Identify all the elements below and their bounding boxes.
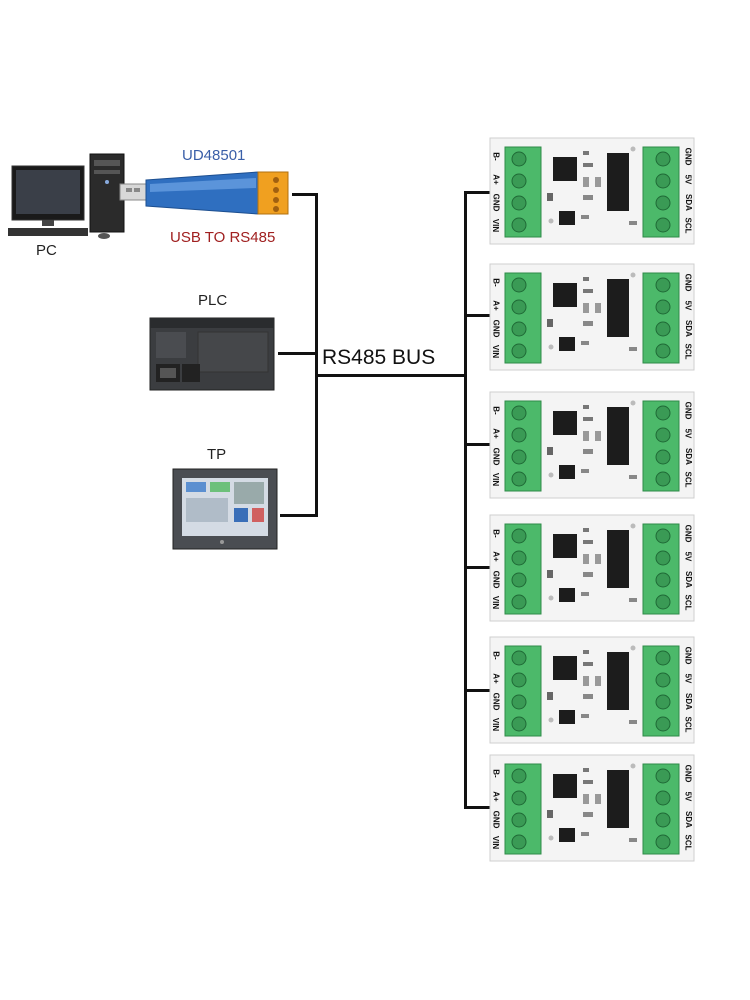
module-board-icon <box>489 514 695 622</box>
module-right-terminal-label: GND <box>683 646 693 665</box>
module-board-icon <box>489 636 695 744</box>
usb-adapter-description-label: USB TO RS485 <box>170 229 276 246</box>
module-right-terminal-label: SDA <box>683 194 693 211</box>
module-left-terminal-label: VIN <box>491 218 501 233</box>
module-right-terminal-label: GND <box>683 401 693 420</box>
module-branch-6 <box>464 806 492 809</box>
module-left-terminal-label: VIN <box>491 472 501 487</box>
module-right-terminal-label: GND <box>683 273 693 292</box>
module-left-terminal-label: VIN <box>491 717 501 732</box>
tp-bus-connector <box>280 514 318 517</box>
module-right-terminal-label: SCL <box>683 834 693 851</box>
module-left-terminal-label: GND <box>491 810 501 829</box>
module-right-terminal-label: 5V <box>683 551 693 562</box>
pc-label: PC <box>36 242 57 259</box>
plc-device <box>148 312 278 392</box>
tp-label: TP <box>207 446 227 463</box>
module-left-terminal-label: GND <box>491 319 501 338</box>
module-right-terminal-label: GND <box>683 524 693 543</box>
module-left-terminal-labels: B- A+ GND VIN <box>489 145 503 237</box>
module-right-terminal-label: 5V <box>683 428 693 439</box>
main-bus-horizontal <box>315 374 467 377</box>
rs485-module-board-3: B- A+ GND VIN GND 5V SDA SCL <box>489 391 695 499</box>
module-left-terminal-label: A+ <box>491 551 501 562</box>
module-board-icon <box>489 137 695 245</box>
module-right-terminal-label: SDA <box>683 320 693 337</box>
module-branch-4 <box>464 566 492 569</box>
module-left-terminal-labels: B- A+ GND VIN <box>489 399 503 491</box>
module-right-terminal-label: 5V <box>683 673 693 684</box>
module-board-icon <box>489 391 695 499</box>
module-right-terminal-label: GND <box>683 147 693 166</box>
module-right-terminal-label: SDA <box>683 811 693 828</box>
module-right-terminal-labels: GND 5V SDA SCL <box>681 399 695 491</box>
module-right-terminal-labels: GND 5V SDA SCL <box>681 145 695 237</box>
tp-device <box>172 468 280 550</box>
module-right-terminal-labels: GND 5V SDA SCL <box>681 644 695 736</box>
rs485-module-board-5: B- A+ GND VIN GND 5V SDA SCL <box>489 636 695 744</box>
rs485-module-board-1: B- A+ GND VIN GND 5V SDA SCL <box>489 137 695 245</box>
module-branch-5 <box>464 689 492 692</box>
module-branch-1 <box>464 191 492 194</box>
module-left-terminal-label: VIN <box>491 595 501 610</box>
module-left-terminal-label: GND <box>491 692 501 711</box>
bus-label: RS485 BUS <box>322 346 436 369</box>
module-left-terminal-label: VIN <box>491 835 501 850</box>
pc-computer-icon <box>8 153 125 239</box>
module-left-terminal-label: B- <box>491 406 501 415</box>
module-right-terminal-label: SCL <box>683 594 693 611</box>
usb-adapter-icon <box>119 171 289 215</box>
module-branch-3 <box>464 443 492 446</box>
module-left-terminal-label: A+ <box>491 791 501 802</box>
module-right-terminal-labels: GND 5V SDA SCL <box>681 522 695 614</box>
module-left-terminal-labels: B- A+ GND VIN <box>489 644 503 736</box>
left-bus-vertical <box>315 193 318 517</box>
module-left-terminal-label: A+ <box>491 673 501 684</box>
module-left-terminal-label: B- <box>491 278 501 287</box>
module-left-terminal-labels: B- A+ GND VIN <box>489 271 503 363</box>
usb-rs485-adapter <box>118 166 300 220</box>
right-bus-vertical <box>464 191 467 809</box>
module-board-icon <box>489 263 695 371</box>
module-left-terminal-label: B- <box>491 651 501 660</box>
module-left-terminal-label: B- <box>491 152 501 161</box>
module-left-terminal-label: B- <box>491 769 501 778</box>
module-left-terminal-label: B- <box>491 529 501 538</box>
module-left-terminal-label: VIN <box>491 344 501 359</box>
rs485-module-board-4: B- A+ GND VIN GND 5V SDA SCL <box>489 514 695 622</box>
module-right-terminal-label: SDA <box>683 571 693 588</box>
module-left-terminal-label: A+ <box>491 300 501 311</box>
module-right-terminal-label: SDA <box>683 693 693 710</box>
module-left-terminal-labels: B- A+ GND VIN <box>489 762 503 854</box>
module-branch-2 <box>464 314 492 317</box>
rs485-module-board-6: B- A+ GND VIN GND 5V SDA SCL <box>489 754 695 862</box>
module-left-terminal-label: A+ <box>491 428 501 439</box>
plc-icon <box>149 317 275 391</box>
module-right-terminal-label: SCL <box>683 343 693 360</box>
module-right-terminal-label: SCL <box>683 471 693 488</box>
pc-device <box>8 152 133 240</box>
module-left-terminal-label: GND <box>491 447 501 466</box>
module-left-terminal-label: A+ <box>491 174 501 185</box>
module-left-terminal-labels: B- A+ GND VIN <box>489 522 503 614</box>
module-right-terminal-label: SDA <box>683 448 693 465</box>
module-right-terminal-label: 5V <box>683 174 693 185</box>
module-left-terminal-label: GND <box>491 193 501 212</box>
module-board-icon <box>489 754 695 862</box>
module-right-terminal-label: SCL <box>683 217 693 234</box>
module-left-terminal-label: GND <box>491 570 501 589</box>
touch-panel-icon <box>172 468 278 550</box>
module-right-terminal-label: 5V <box>683 791 693 802</box>
plc-label: PLC <box>198 292 228 309</box>
module-right-terminal-labels: GND 5V SDA SCL <box>681 762 695 854</box>
usb-adapter-model-label: UD48501 <box>182 147 246 164</box>
module-right-terminal-label: GND <box>683 764 693 783</box>
plc-bus-connector <box>278 352 318 355</box>
module-right-terminal-labels: GND 5V SDA SCL <box>681 271 695 363</box>
module-right-terminal-label: 5V <box>683 300 693 311</box>
rs485-module-board-2: B- A+ GND VIN GND 5V SDA SCL <box>489 263 695 371</box>
module-right-terminal-label: SCL <box>683 716 693 733</box>
usb-bus-connector <box>292 193 318 196</box>
